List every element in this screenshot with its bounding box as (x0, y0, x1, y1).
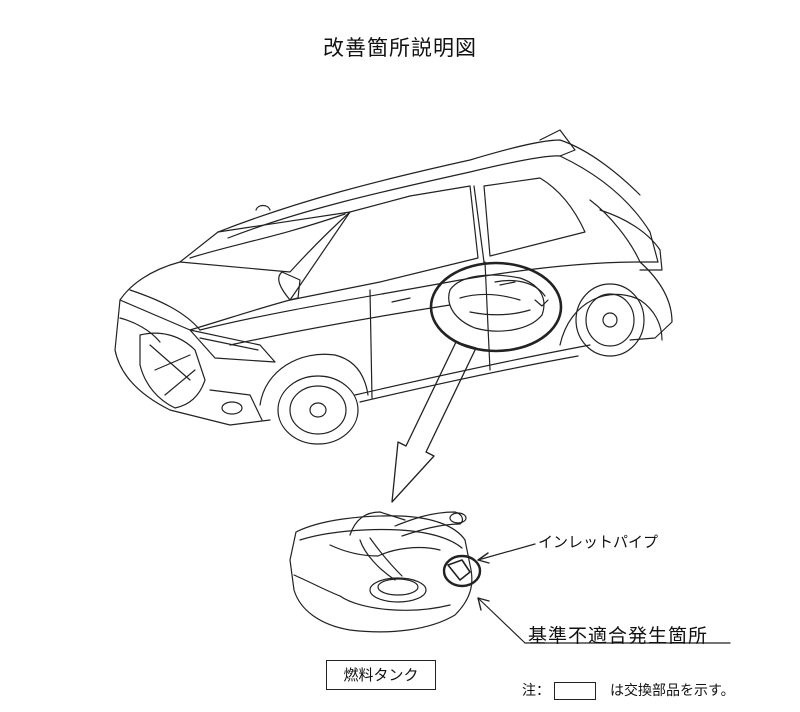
fuel-tank-illustration (289, 511, 473, 633)
inlet-pipe-circle (442, 554, 482, 588)
problem-location-label: 基準不適合発生箇所 (528, 625, 709, 647)
inlet-leader-line (477, 543, 536, 561)
fuel-tank-label: 燃料タンク (326, 660, 436, 690)
legend-note: 注： は交換部品を示す。 (522, 680, 735, 700)
note-prefix: 注： (522, 683, 550, 699)
page-title: 改善箇所説明図 (323, 36, 477, 60)
pointer-arrow (391, 341, 477, 503)
highlight-circle (429, 261, 563, 353)
inlet-pipe-label: インレットパイプ (538, 533, 659, 551)
car-illustration (114, 129, 673, 445)
legend-box (554, 682, 596, 700)
note-suffix: は交換部品を示す。 (610, 683, 735, 699)
problem-leader-line (477, 597, 526, 644)
tank-thumbnail (448, 274, 549, 332)
